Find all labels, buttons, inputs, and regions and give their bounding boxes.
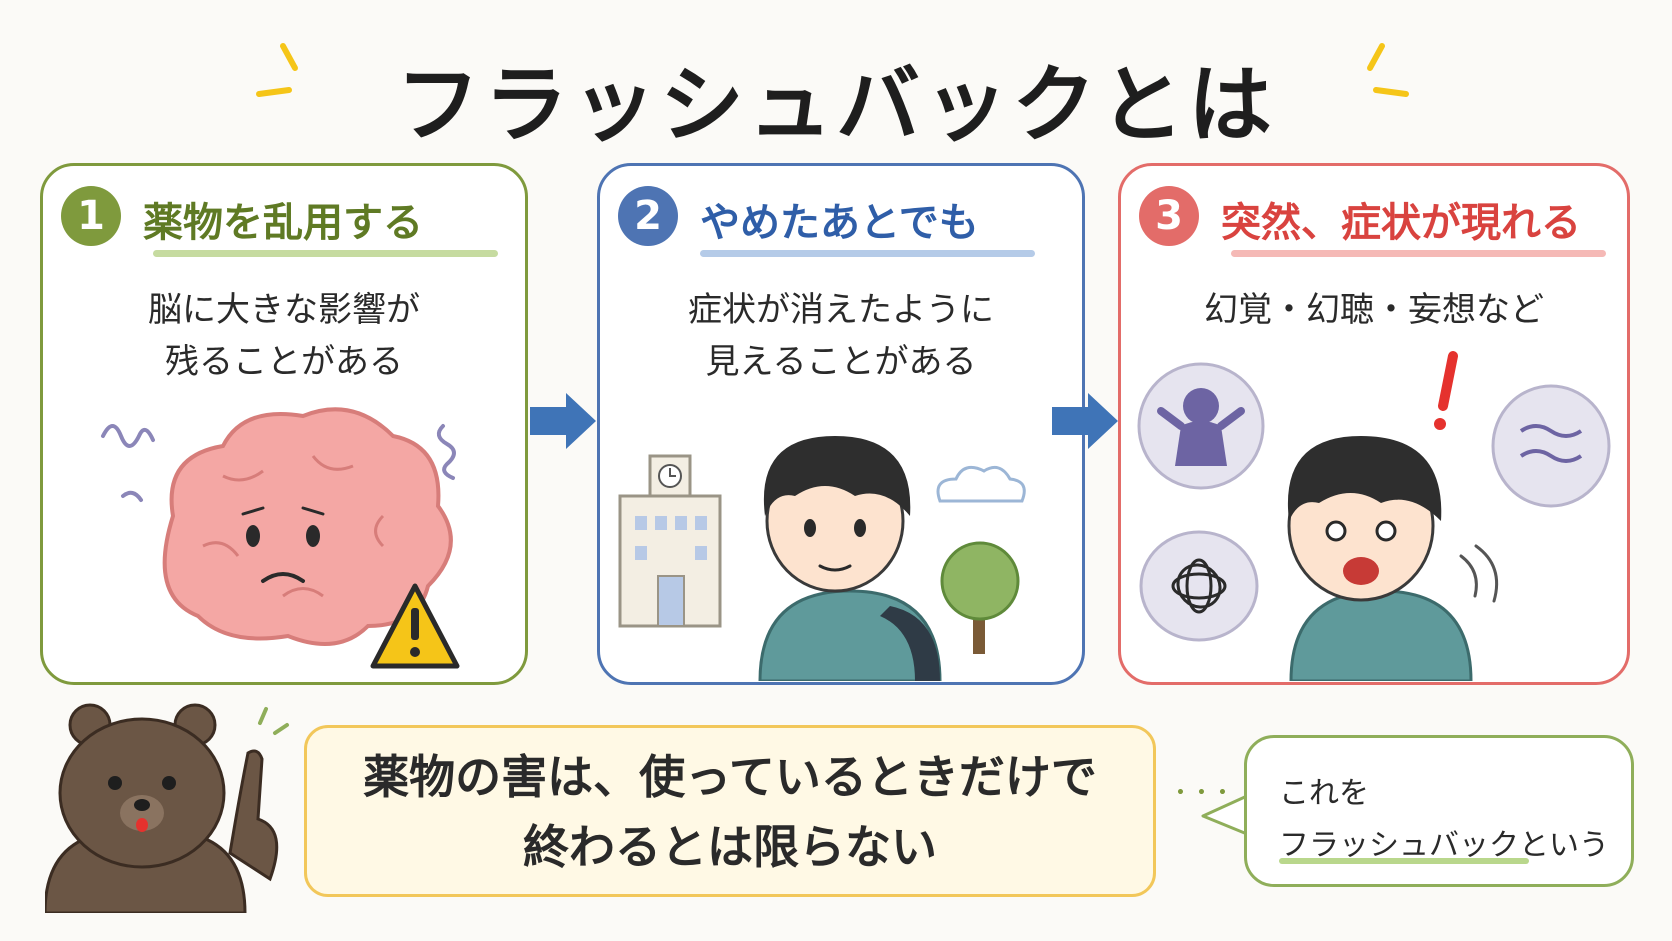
bubble-underline (1279, 858, 1529, 864)
key-message-box: 薬物の害は、使っているときだけで 終わるとは限らない (304, 725, 1156, 897)
hallucination-illustration (1137, 351, 1611, 681)
sparkle-left-icon (256, 43, 298, 97)
monster-icon (1157, 388, 1245, 466)
page-title: フラッシュバックとは (395, 56, 1276, 154)
description-line: 残ることがある (165, 342, 403, 382)
step-number-3: 3 (1139, 186, 1199, 246)
cloud-icon (936, 465, 1026, 503)
heading-underline (153, 250, 498, 257)
boy-icon (1287, 436, 1499, 681)
message-line-2: 終わるとは限らない (523, 820, 937, 874)
sparkle-right-icon (1367, 43, 1409, 97)
bubble-line-2: フラッシュバックという (1279, 828, 1609, 863)
step-panel-2: 2 やめたあとでも 症状が消えたように 見えることがある (597, 163, 1085, 685)
arrow-right-icon (1052, 393, 1118, 449)
step-number-1: 1 (61, 186, 121, 246)
brain-icon (162, 407, 453, 646)
thought-bubble-scribble (1139, 530, 1259, 642)
step-description-3: 幻覚・幻聴・妄想など (1121, 284, 1627, 336)
bubble-line-1: これを (1279, 776, 1369, 811)
description-line: 幻覚・幻聴・妄想など (1204, 290, 1544, 330)
ellipsis-dots: ･･･ (1173, 776, 1236, 811)
bear-illustration (45, 703, 289, 913)
brain-illustration (101, 407, 460, 669)
heading-underline (700, 250, 1035, 257)
exclamation-icon (1434, 351, 1458, 430)
thought-bubble-waves (1491, 384, 1611, 508)
message-line-1: 薬物の害は、使っているときだけで (363, 750, 1097, 804)
bear-icon (45, 703, 289, 913)
description-line: 症状が消えたように (688, 290, 994, 330)
description-line: 見えることがある (705, 342, 977, 382)
step-panel-1: 1 薬物を乱用する 脳に大きな影響が 残ることがある (40, 163, 528, 685)
school-icon (618, 454, 722, 628)
heading-underline (1231, 250, 1606, 257)
boy-icon (758, 436, 942, 681)
step-panel-3: 3 突然、症状が現れる 幻覚・幻聴・妄想など (1118, 163, 1630, 685)
step-heading-2: やめたあとでも (700, 200, 979, 246)
step-heading-3: 突然、症状が現れる (1221, 200, 1581, 246)
tree-icon (940, 541, 1020, 654)
arrow-right-icon (530, 393, 596, 449)
step-description-2: 症状が消えたように 見えることがある (600, 284, 1082, 388)
step-heading-1: 薬物を乱用する (143, 200, 423, 246)
description-line: 脳に大きな影響が (148, 290, 420, 330)
speech-bubble: これを フラッシュバックという (1244, 735, 1634, 887)
thought-bubble-monster (1137, 362, 1265, 490)
step-number-2: 2 (618, 186, 678, 246)
warning-icon (370, 583, 460, 669)
step-description-1: 脳に大きな影響が 残ることがある (43, 284, 525, 388)
boy-school-illustration (618, 436, 1026, 681)
speech-bubble-tail (1201, 794, 1248, 836)
